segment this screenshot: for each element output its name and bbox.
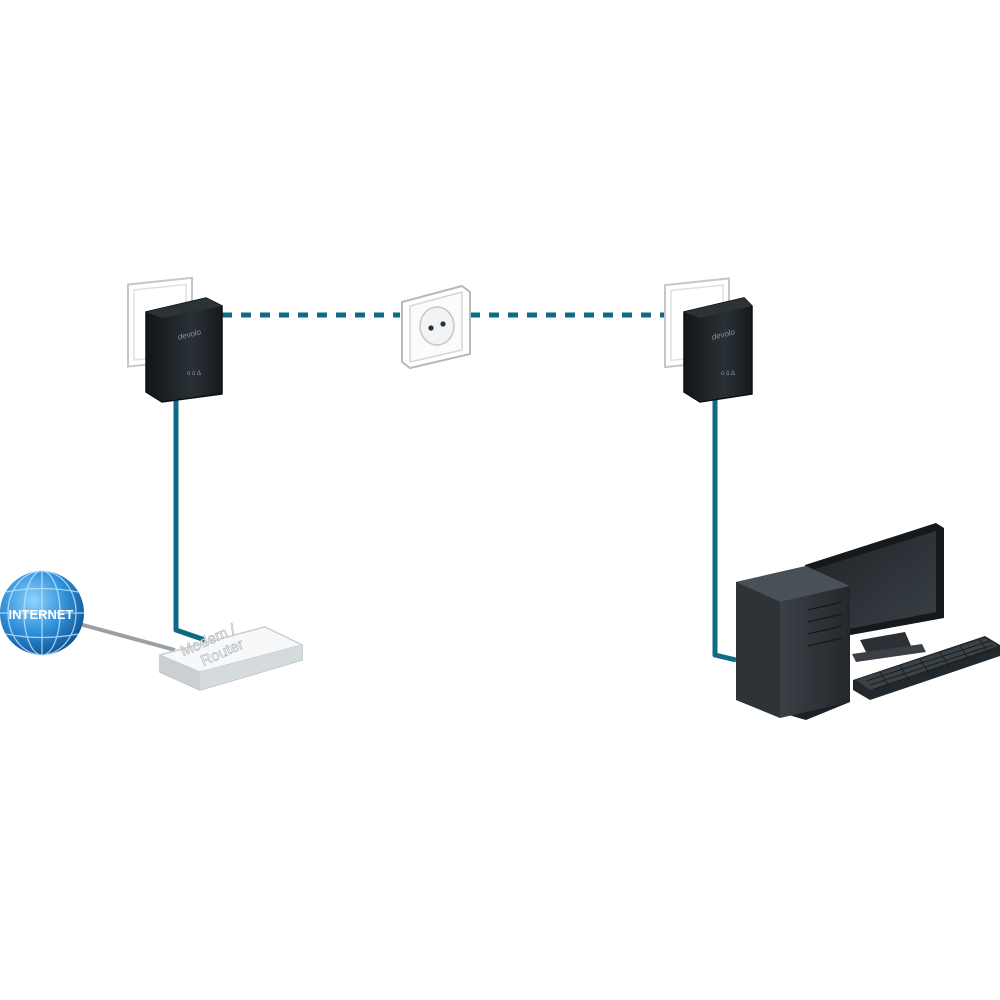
desktop-tower [736, 566, 850, 720]
adapter-status-left: o ó Δ [187, 371, 201, 377]
powerline-adapter-icon: devolo o ó Δ [145, 297, 223, 403]
globe-label: INTERNET [9, 607, 74, 622]
powerline-adapter-icon: devolo o ó Δ [683, 297, 753, 403]
keyboard-icon [853, 636, 1000, 700]
wall-socket-icon [401, 284, 471, 370]
adapter-status-right: o ó Δ [721, 371, 735, 377]
internet-cable [71, 620, 176, 652]
powerline-adapter-left: devolo o ó Δ [127, 276, 223, 403]
powerline-adapter-right: devolo o ó Δ [664, 277, 753, 403]
ethernet-cables [173, 398, 737, 663]
globe-icon: INTERNET [0, 570, 84, 656]
desktop-computer-icon [736, 523, 1000, 720]
